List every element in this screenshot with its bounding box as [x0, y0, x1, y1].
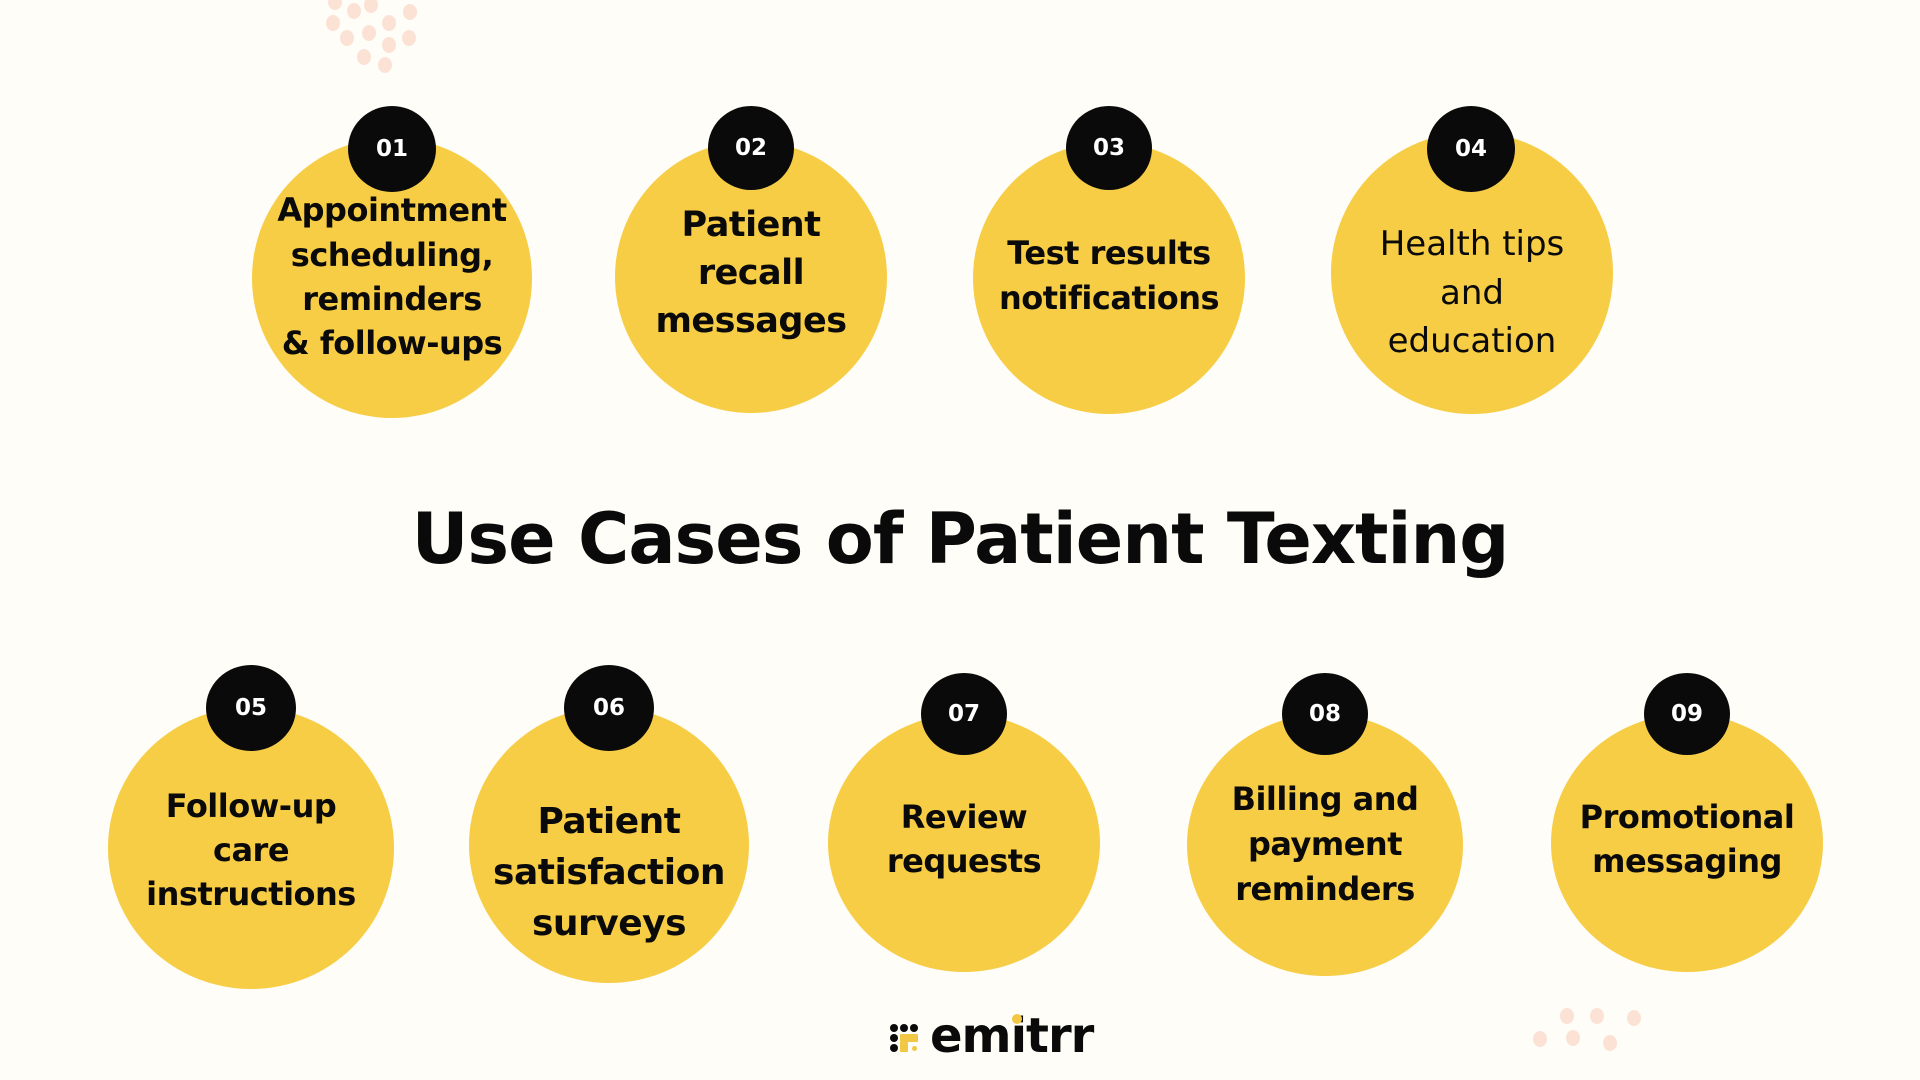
- number-badge-05: 05: [206, 665, 296, 751]
- decor-dot: [340, 30, 354, 46]
- logo-i-dot-icon: [1012, 1014, 1022, 1024]
- decor-dot: [382, 37, 396, 53]
- decor-dot: [364, 0, 378, 13]
- use-case-circle-06: Patient satisfaction surveys: [469, 707, 749, 983]
- logo-mark-icon: [890, 1024, 920, 1054]
- decor-dot: [378, 57, 392, 73]
- decor-dot: [382, 15, 396, 31]
- decor-dot: [326, 15, 340, 31]
- decor-dot: [328, 0, 342, 10]
- decor-dot: [347, 3, 361, 19]
- number-badge-08: 08: [1282, 673, 1368, 755]
- decor-dot: [1627, 1010, 1641, 1026]
- number-badge-07: 07: [921, 673, 1007, 755]
- decor-dot: [1566, 1030, 1580, 1046]
- number-badge-01: 01: [348, 106, 436, 192]
- use-case-circle-08: Billing and payment reminders: [1187, 714, 1463, 976]
- use-case-circle-05: Follow-up care instructions: [108, 707, 394, 989]
- decor-dot: [1603, 1035, 1617, 1051]
- use-case-circle-09: Promotional messaging: [1551, 714, 1823, 972]
- decor-dot: [403, 4, 417, 20]
- decor-dot: [1590, 1008, 1604, 1024]
- number-badge-03: 03: [1066, 106, 1152, 190]
- number-badge-02: 02: [708, 106, 794, 190]
- decor-dot: [357, 49, 371, 65]
- decor-dot: [362, 25, 376, 41]
- use-case-circle-01: Appointment scheduling, reminders & foll…: [252, 138, 532, 418]
- number-badge-06: 06: [564, 665, 654, 751]
- use-case-circle-04: Health tips and education: [1331, 132, 1613, 414]
- emitrr-logo: emitrr: [890, 1008, 1094, 1064]
- number-badge-04: 04: [1427, 106, 1515, 192]
- decor-dot: [1560, 1008, 1574, 1024]
- decor-dot: [1533, 1031, 1547, 1047]
- page-title: Use Cases of Patient Texting: [411, 498, 1510, 580]
- decor-dot: [402, 30, 416, 46]
- number-badge-09: 09: [1644, 673, 1730, 755]
- use-case-circle-07: Review requests: [828, 714, 1100, 972]
